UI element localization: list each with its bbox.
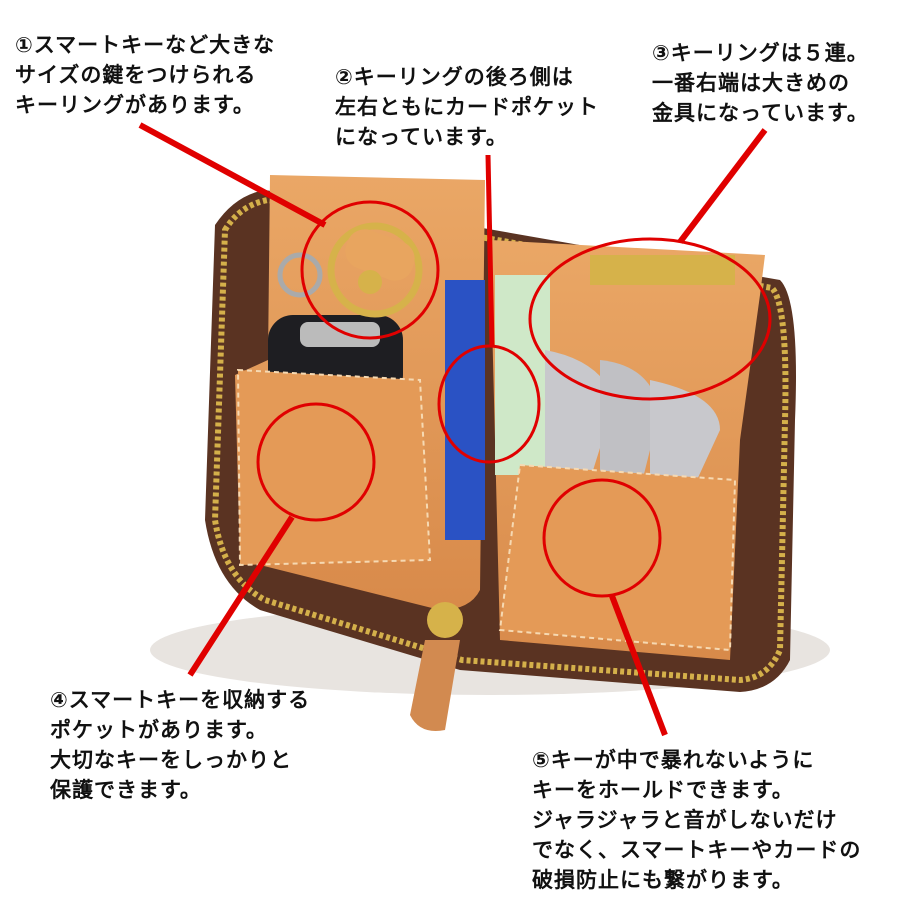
caption-3-line: ③キーリングは５連。 xyxy=(652,41,869,65)
caption-1-line: サイズの鍵をつけられる xyxy=(15,63,257,87)
caption-5: ⑤キーが中で暴れないように キーをホールドできます。 ジャラジャラと音がしないだ… xyxy=(532,745,861,895)
left-key-pocket xyxy=(236,368,432,567)
leader-line-3 xyxy=(677,128,768,244)
caption-3-line: 金具になっています。 xyxy=(652,101,869,125)
key-2 xyxy=(600,360,660,490)
card-right xyxy=(495,275,550,475)
brass-key-rings xyxy=(590,255,735,285)
caption-5-line: でなく、スマートキーやカードの xyxy=(532,838,862,862)
caption-2-line: 左右ともにカードポケット xyxy=(335,95,599,119)
caption-1-line: ①スマートキーなど大きな xyxy=(15,33,276,57)
leader-line-2 xyxy=(485,154,495,347)
split-ring xyxy=(277,252,323,298)
caption-4: ④スマートキーを収納する ポケットがあります。 大切なキーをしっかりと 保護でき… xyxy=(50,685,310,805)
leader-line-1 xyxy=(138,122,327,228)
left-key-rivet xyxy=(358,270,382,294)
left-key-ring xyxy=(327,222,423,318)
caption-4-line: ④スマートキーを収納する xyxy=(50,688,311,712)
key-1 xyxy=(545,350,615,480)
leader-line-4 xyxy=(187,515,295,677)
right-key-pocket xyxy=(498,463,737,652)
caption-5-line: ジャラジャラと音がしないだけ xyxy=(532,808,838,832)
highlight-circle-key-ring xyxy=(300,200,440,340)
caption-5-line: キーをホールドできます。 xyxy=(532,778,794,802)
zipper xyxy=(211,196,789,684)
caption-2-line: になっています。 xyxy=(335,125,508,149)
caption-3: ③キーリングは５連。 一番右端は大きめの 金具になっています。 xyxy=(652,38,869,128)
key-3 xyxy=(650,380,720,495)
caption-1-line: キーリングがあります。 xyxy=(15,93,255,117)
highlight-circle-card-pocket xyxy=(437,344,541,464)
card-left xyxy=(445,280,485,540)
caption-4-line: 保護できます。 xyxy=(50,778,202,802)
caption-2: ②キーリングの後ろ側は 左右ともにカードポケット になっています。 xyxy=(335,62,599,152)
zipper-slider xyxy=(427,602,463,638)
caption-5-line: 破損防止にも繋がります。 xyxy=(532,868,794,892)
highlight-circle-key-hold xyxy=(542,478,662,598)
caption-2-line: ②キーリングの後ろ側は xyxy=(335,65,574,89)
smart-key-logo xyxy=(300,322,380,347)
left-key-strap xyxy=(345,229,415,281)
zipper-pull-tab xyxy=(410,640,460,731)
highlight-circle-smart-key-pocket xyxy=(256,402,376,522)
caption-4-line: 大切なキーをしっかりと xyxy=(50,748,292,772)
caption-4-line: ポケットがあります。 xyxy=(50,718,268,742)
highlight-circle-five-rings xyxy=(528,237,772,401)
leader-line-5 xyxy=(609,594,668,737)
caption-1: ①スマートキーなど大きな サイズの鍵をつけられる キーリングがあります。 xyxy=(15,30,275,120)
caption-5-line: ⑤キーが中で暴れないように xyxy=(532,748,815,772)
caption-3-line: 一番右端は大きめの xyxy=(652,71,850,95)
